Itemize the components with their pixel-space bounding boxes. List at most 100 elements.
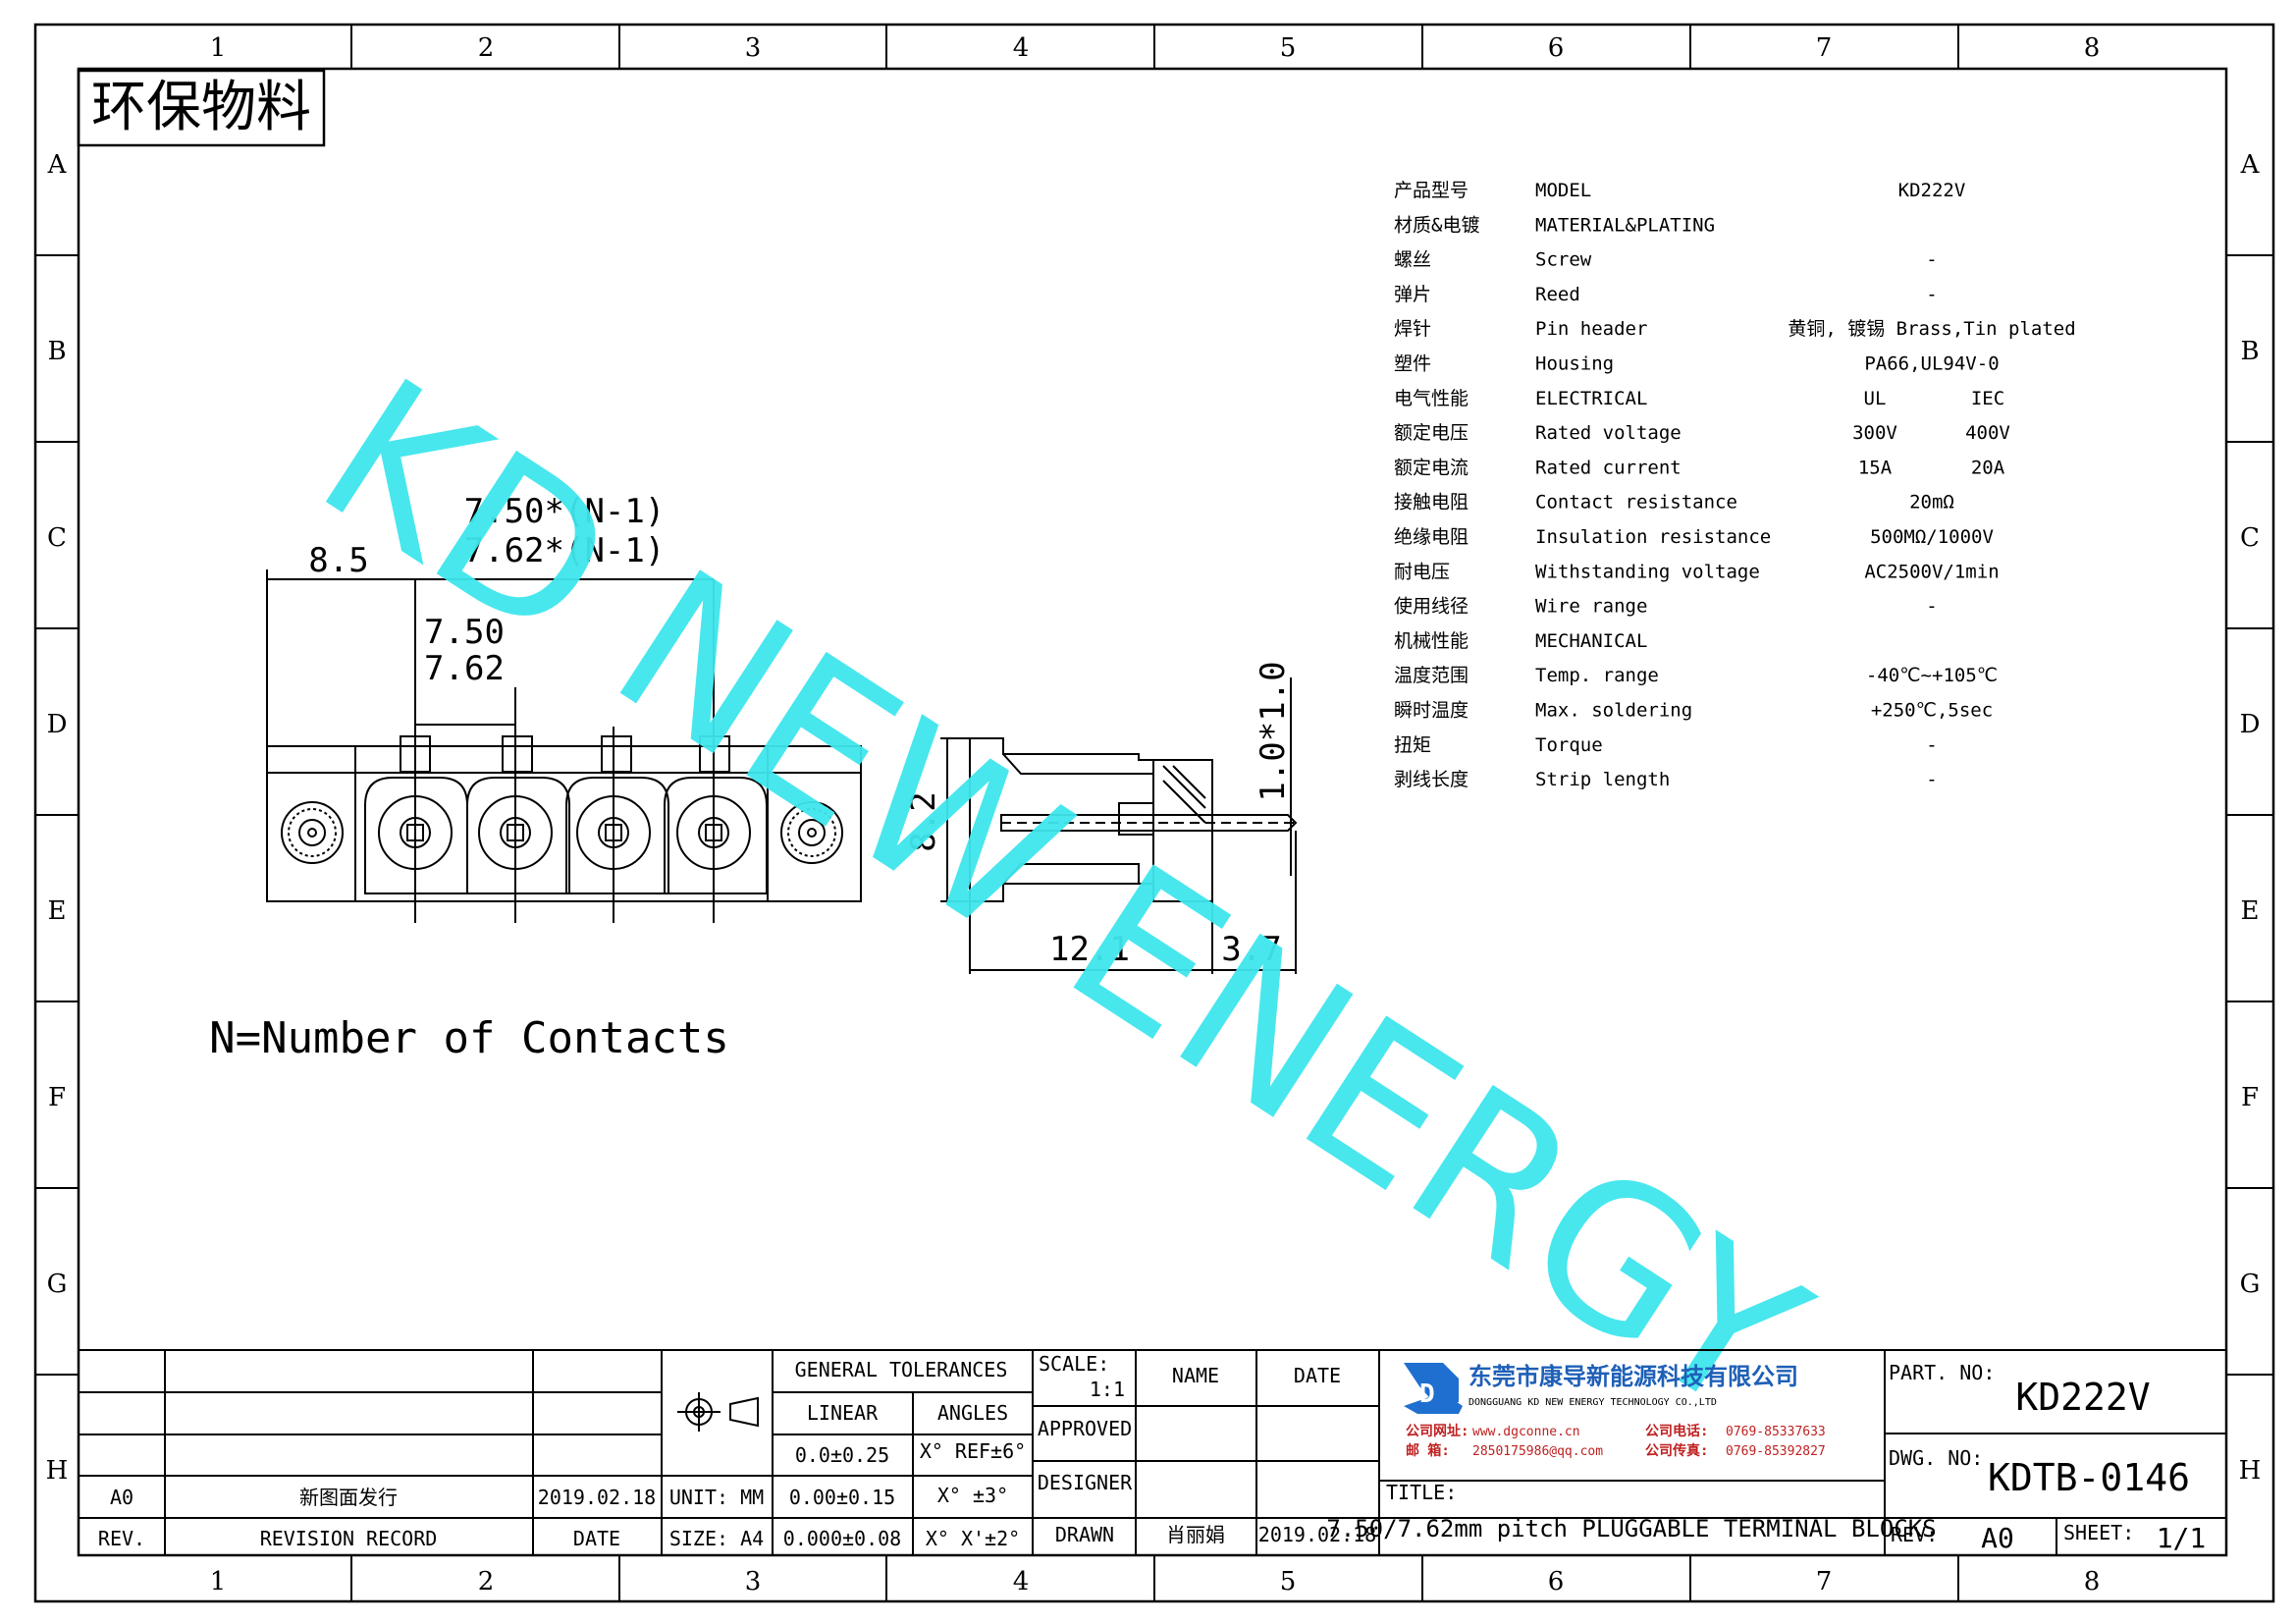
note-n-contacts: N=Number of Contacts — [209, 1013, 729, 1063]
scale-label: SCALE: — [1039, 1352, 1109, 1376]
spec-label-en: Torque — [1535, 734, 1603, 756]
front-view — [266, 569, 862, 923]
spec-value: - — [1926, 734, 1937, 756]
spec-label-en: Max. soldering — [1535, 700, 1692, 722]
tolerance-linear-3: 0.000±0.08 — [783, 1527, 901, 1550]
spec-value: - — [1926, 596, 1937, 618]
spec-label-en: Rated voltage — [1535, 422, 1682, 444]
title-block — [79, 1349, 2226, 1555]
spec-label-cn: 温度范围 — [1394, 665, 1468, 686]
dim-side-pin-length: 3.7 — [1221, 930, 1281, 969]
spec-value-iec: 400V — [1965, 422, 2010, 444]
side-view — [940, 677, 1298, 974]
spec-label-cn: 接触电阻 — [1394, 492, 1468, 514]
revision-code: A0 — [110, 1486, 133, 1509]
spec-label-cn: 耐电压 — [1394, 561, 1450, 582]
spec-label-en: MATERIAL&PLATING — [1535, 214, 1715, 236]
tolerance-angle-3: X° X'±2° — [926, 1527, 1020, 1550]
spec-label-cn: 螺丝 — [1394, 249, 1431, 271]
part-no: KD222V — [2015, 1376, 2150, 1419]
eco-material-stamp: 环保物料 — [77, 69, 326, 147]
designer-label: DESIGNER — [1038, 1471, 1133, 1494]
spec-label-en: Pin header — [1535, 318, 1647, 340]
zone-row-f-right: F — [2241, 1083, 2259, 1112]
spec-value: AC2500V/1min — [1864, 561, 1999, 582]
spec-label-en: Housing — [1535, 353, 1614, 375]
spec-label-cn: 绝缘电阻 — [1394, 526, 1468, 548]
zone-col-3: 3 — [745, 33, 762, 63]
zone-col-1: 1 — [210, 33, 227, 63]
zone-row-d-right: D — [2240, 710, 2261, 739]
title-label: TITLE: — [1386, 1481, 1457, 1504]
spec-label-en: Reed — [1535, 284, 1580, 305]
zone-col-4: 4 — [1013, 33, 1030, 63]
spec-label-en: MODEL — [1535, 180, 1591, 201]
zone-labels-top: 1 2 3 4 5 6 7 8 — [210, 33, 2101, 63]
zone-ticks — [35, 25, 2273, 1601]
spec-value-ul: UL — [1864, 388, 1887, 409]
spec-label-cn: 弹片 — [1394, 284, 1431, 305]
spec-label-en: Wire range — [1535, 596, 1647, 618]
zone-row-h: H — [46, 1456, 69, 1486]
spec-label-cn: 剥线长度 — [1394, 769, 1468, 790]
svg-text:D: D — [1419, 1380, 1435, 1409]
zone-col-6-bottom: 6 — [1548, 1567, 1565, 1596]
date-column-label: DATE — [573, 1527, 620, 1550]
zone-row-b-right: B — [2240, 337, 2259, 366]
linear-label: LINEAR — [807, 1401, 879, 1425]
spec-label-en: Rated current — [1535, 457, 1682, 478]
spec-value: - — [1926, 284, 1937, 305]
zone-row-c-right: C — [2240, 523, 2260, 553]
dim-side-length: 12.1 — [1049, 930, 1130, 969]
email-label: 邮 箱: — [1406, 1442, 1450, 1459]
zone-col-5-bottom: 5 — [1280, 1567, 1297, 1596]
spec-label-cn: 焊针 — [1394, 318, 1431, 340]
spec-label-cn: 塑件 — [1394, 353, 1431, 375]
dim-front-pitch-b: 7.62 — [424, 649, 505, 688]
spec-value: 500MΩ/1000V — [1870, 526, 1994, 548]
rev-field: A0 — [1981, 1522, 2014, 1554]
zone-row-a-right: A — [2240, 150, 2261, 180]
spec-label-en: Withstanding voltage — [1535, 561, 1760, 582]
spec-value: PA66,UL94V-0 — [1864, 353, 1999, 375]
scale-value: 1:1 — [1090, 1378, 1125, 1401]
spec-label-cn: 额定电压 — [1394, 422, 1468, 444]
approved-label: APPROVED — [1038, 1417, 1132, 1440]
spec-label-cn: 电气性能 — [1394, 388, 1468, 409]
zone-row-b: B — [47, 337, 66, 366]
spec-value-iec: IEC — [1971, 388, 2004, 409]
spec-label-cn: 扭矩 — [1394, 734, 1431, 756]
dim-side-height: 8.2 — [904, 791, 943, 851]
spec-value: - — [1926, 249, 1937, 271]
zone-col-7-bottom: 7 — [1816, 1567, 1833, 1596]
spec-label-en: Strip length — [1535, 769, 1670, 790]
zone-col-6: 6 — [1548, 33, 1565, 63]
spec-value: 黄铜, 镀锡 Brass,Tin plated — [1788, 318, 2075, 340]
spec-value: - — [1926, 769, 1937, 790]
date-header: DATE — [1294, 1364, 1341, 1387]
tolerance-linear-2: 0.00±0.15 — [789, 1486, 895, 1509]
unit-label: UNIT: MM — [669, 1486, 764, 1509]
spec-value-ul: 15A — [1858, 457, 1893, 478]
tolerance-angle-1: X° REF±6° — [920, 1439, 1026, 1463]
title-block-text: GENERAL TOLERANCES LINEAR ANGLES 0.0±0.2… — [98, 1352, 2206, 1554]
zone-row-a: A — [47, 150, 68, 180]
zone-row-g-right: G — [2240, 1270, 2261, 1299]
name-header: NAME — [1172, 1364, 1219, 1387]
zone-col-5: 5 — [1280, 33, 1297, 63]
side-view-dimensions: 8.2 1.0*1.0 12.1 3.7 — [904, 661, 1293, 969]
zone-col-4-bottom: 4 — [1013, 1567, 1030, 1596]
spec-label-en: Contact resistance — [1535, 492, 1737, 514]
company-logo: D — [1404, 1363, 1463, 1414]
angles-label: ANGLES — [937, 1401, 1008, 1425]
spec-label-cn: 材质&电镀 — [1394, 214, 1479, 236]
spec-label-en: Temp. range — [1535, 665, 1659, 686]
revision-description: 新图面发行 — [299, 1486, 398, 1509]
spec-label-en: Screw — [1535, 249, 1592, 271]
spec-label-en: Insulation resistance — [1535, 526, 1771, 548]
fax: 0769-85392827 — [1726, 1444, 1826, 1459]
dim-front-pitch-a: 7.50 — [424, 613, 505, 652]
dim-front-span-b: 7.62*(N-1) — [464, 531, 666, 570]
